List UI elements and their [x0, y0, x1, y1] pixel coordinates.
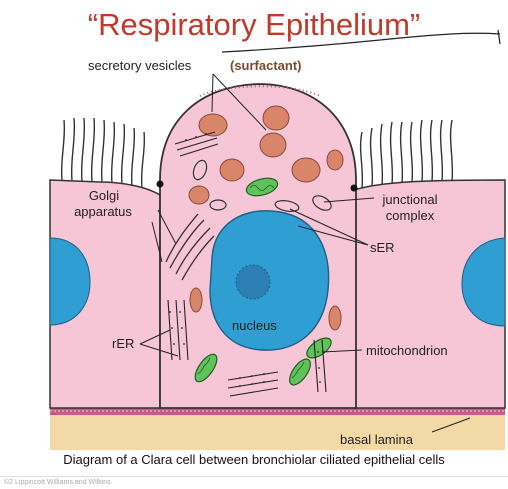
left-cell-nucleus	[49, 237, 91, 326]
label-golgi-line1: Golgi	[88, 188, 120, 203]
right-cell-nucleus	[461, 237, 506, 327]
slide-title: “Respiratory Epithelium”	[87, 7, 421, 42]
basal-lamina-band	[50, 412, 505, 450]
label-mitochondrion: mitochondrion	[366, 343, 448, 358]
nucleolus	[235, 264, 271, 300]
secretory-vesicles	[188, 105, 344, 205]
right-ciliated-cell	[353, 179, 506, 409]
basement-membrane-line	[50, 408, 505, 415]
right-cilia	[359, 119, 454, 189]
left-cilia	[60, 117, 146, 189]
golgi-apparatus	[165, 213, 215, 281]
label-secretory-vesicles: secretory vesicles	[88, 58, 192, 73]
leader-lines	[139, 73, 471, 433]
small-mitochondria	[189, 287, 342, 331]
footer-strip: ©2 Lippincott Williams and Wilkins	[0, 476, 508, 489]
junctional-complex-left	[156, 180, 164, 188]
pen-annotation-stroke	[221, 29, 501, 53]
label-basal-lamina: basal lamina	[340, 432, 413, 447]
footer-credit: ©2 Lippincott Williams and Wilkins	[4, 479, 111, 486]
label-rer: rER	[112, 336, 135, 351]
label-junctional-line1: junctional	[382, 192, 438, 207]
label-ser: sER	[370, 240, 395, 255]
label-surfactant: (surfactant)	[230, 58, 302, 73]
figure-caption: Diagram of a Clara cell between bronchio…	[63, 452, 445, 467]
rough-er	[167, 131, 327, 397]
label-junctional-line2: complex	[385, 208, 435, 223]
mitochondria	[194, 177, 332, 386]
ribosome-dots	[169, 133, 321, 387]
junctional-complex-right	[350, 184, 358, 192]
label-golgi-line2: apparatus	[74, 204, 132, 219]
label-nucleus: nucleus	[232, 318, 277, 333]
